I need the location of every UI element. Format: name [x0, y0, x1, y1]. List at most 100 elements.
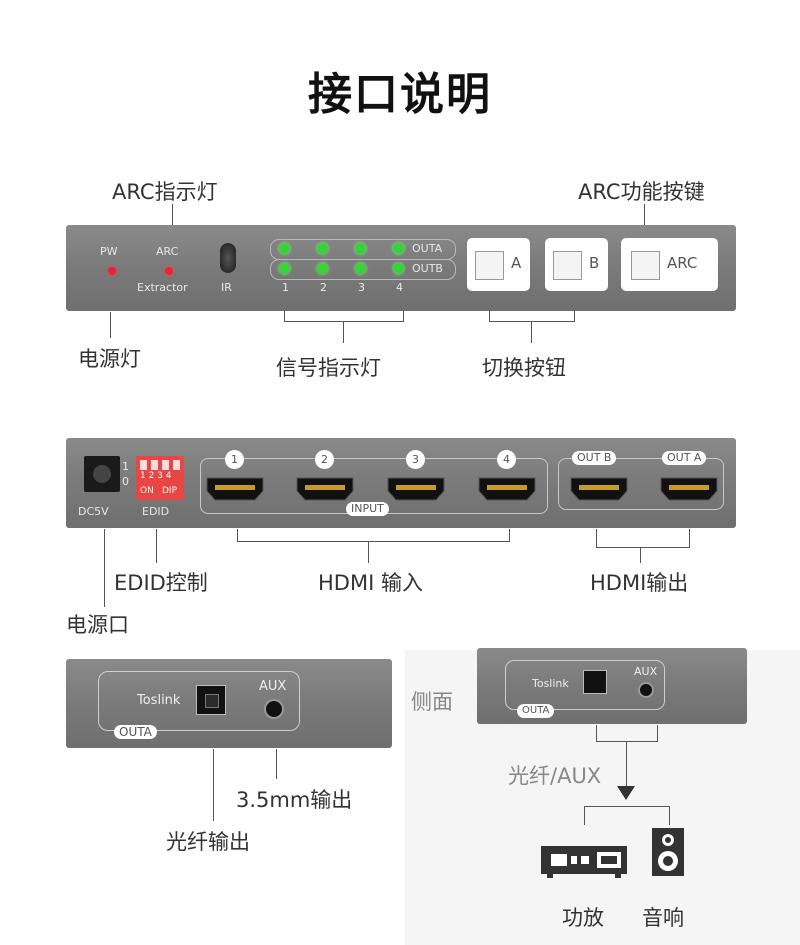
button-b-key[interactable] — [553, 251, 582, 280]
callout-35mm-output: 3.5mm输出 — [236, 788, 353, 812]
input-num-4: 4 — [497, 450, 516, 469]
leader-line — [531, 321, 532, 343]
side-frame-left — [98, 671, 300, 731]
side-panel-left: Toslink AUX OUTA — [66, 659, 392, 748]
extractor-label: Extractor — [137, 281, 188, 294]
arc-button-key[interactable] — [631, 251, 660, 280]
pw-label: PW — [100, 245, 118, 258]
input-label: INPUT — [346, 502, 389, 516]
front-panel: PW ARC Extractor IR OUTA OUTB 1 2 3 4 A … — [66, 225, 736, 311]
input-num-1: 1 — [225, 450, 244, 469]
button-b-label: B — [589, 254, 600, 272]
outb-label: OUTB — [412, 262, 443, 275]
outb-led-row — [270, 259, 456, 280]
led-outb-3 — [355, 263, 366, 274]
side-frame-right — [505, 660, 665, 710]
toslink-label: Toslink — [137, 693, 181, 708]
amp-label: 功放 — [562, 906, 604, 930]
hdmi-input-port-3[interactable] — [386, 476, 446, 502]
leader-line — [172, 204, 173, 226]
side-panel-right: Toslink AUX OUTA — [477, 648, 747, 724]
callout-optical-output: 光纤输出 — [166, 830, 250, 854]
aux-label: AUX — [259, 679, 287, 694]
ir-label: IR — [221, 281, 232, 294]
hdmi-output-port-b[interactable] — [569, 476, 629, 502]
bracket-side — [596, 725, 658, 742]
toslink-port[interactable] — [196, 685, 226, 715]
dip-label-strip — [136, 482, 184, 500]
rear-panel: 1 0 DC5V 1 2 3 4 ON DIP EDID 1 2 3 4 INP… — [66, 438, 736, 528]
hdmi-input-port-2[interactable] — [295, 476, 355, 502]
out-a-label: OUT A — [662, 451, 707, 465]
led-outb-1 — [279, 263, 290, 274]
switch-button-b[interactable]: B — [545, 238, 608, 291]
arrow-down-icon — [617, 786, 635, 800]
switch-one-label: 1 — [122, 460, 129, 473]
toslink-port-right[interactable] — [583, 670, 607, 694]
dip-dip-label: DIP — [162, 486, 178, 496]
hdmi-input-port-1[interactable] — [205, 476, 265, 502]
ch-label-2: 2 — [320, 281, 327, 294]
dip-numbers: 1 2 3 4 — [140, 471, 172, 481]
output-group — [558, 458, 724, 510]
speaker-label: 音响 — [642, 906, 684, 930]
led-outa-2 — [317, 243, 328, 254]
dc-jack — [84, 456, 120, 492]
callout-switch-button: 切换按钮 — [482, 356, 566, 380]
outa-label-left: OUTA — [114, 725, 157, 739]
leader-line — [213, 749, 214, 821]
power-led — [108, 267, 116, 275]
leader-line — [110, 312, 111, 338]
callout-signal-led: 信号指示灯 — [276, 356, 381, 380]
ir-sensor — [220, 243, 236, 273]
bracket-signal — [284, 310, 404, 322]
led-outb-2 — [317, 263, 328, 274]
switch-button-a[interactable]: A — [467, 238, 530, 291]
bracket-devices — [584, 806, 670, 825]
dip-on-label: ON — [140, 486, 154, 496]
edid-dip-switch[interactable] — [136, 456, 184, 482]
route-label: 光纤/AUX — [508, 764, 602, 788]
arc-button-label: ARC — [667, 254, 698, 272]
leader-line — [104, 529, 105, 607]
hdmi-input-port-4[interactable] — [477, 476, 537, 502]
side-label: 侧面 — [411, 690, 453, 714]
input-num-3: 3 — [406, 450, 425, 469]
leader-line — [626, 741, 627, 789]
switch-zero-label: 0 — [122, 475, 129, 488]
input-num-2: 2 — [315, 450, 334, 469]
out-b-label: OUT B — [572, 451, 617, 465]
outa-label: OUTA — [412, 242, 443, 255]
arc-button[interactable]: ARC — [621, 238, 718, 291]
speaker-icon — [652, 828, 684, 876]
aux-label-right: AUX — [634, 665, 658, 678]
callout-arc-indicator: ARC指示灯 — [112, 180, 218, 204]
arc-label: ARC — [156, 245, 179, 258]
ch-label-4: 4 — [396, 281, 403, 294]
callout-power-led: 电源灯 — [78, 347, 141, 371]
led-outb-4 — [393, 263, 404, 274]
led-outa-4 — [393, 243, 404, 254]
leader-line — [343, 321, 344, 343]
button-a-key[interactable] — [475, 251, 504, 280]
leader-line — [644, 204, 645, 226]
edid-label: EDID — [142, 505, 170, 518]
bracket-input — [237, 529, 510, 542]
callout-hdmi-input: HDMI 输入 — [318, 571, 423, 595]
leader-line — [156, 529, 157, 563]
dc5v-label: DC5V — [78, 505, 109, 518]
page-title: 接口说明 — [308, 69, 492, 120]
aux-jack-right[interactable] — [638, 682, 654, 698]
outa-label-right: OUTA — [517, 704, 555, 718]
hdmi-output-port-a[interactable] — [659, 476, 719, 502]
bracket-switch — [489, 310, 575, 322]
leader-line — [368, 541, 369, 563]
leader-line — [640, 547, 641, 563]
led-outa-1 — [279, 243, 290, 254]
arc-led — [165, 267, 173, 275]
ch-label-3: 3 — [358, 281, 365, 294]
bracket-output — [596, 529, 690, 548]
aux-jack[interactable] — [264, 699, 284, 719]
toslink-label-right: Toslink — [532, 677, 569, 690]
callout-hdmi-output: HDMI输出 — [590, 571, 689, 595]
